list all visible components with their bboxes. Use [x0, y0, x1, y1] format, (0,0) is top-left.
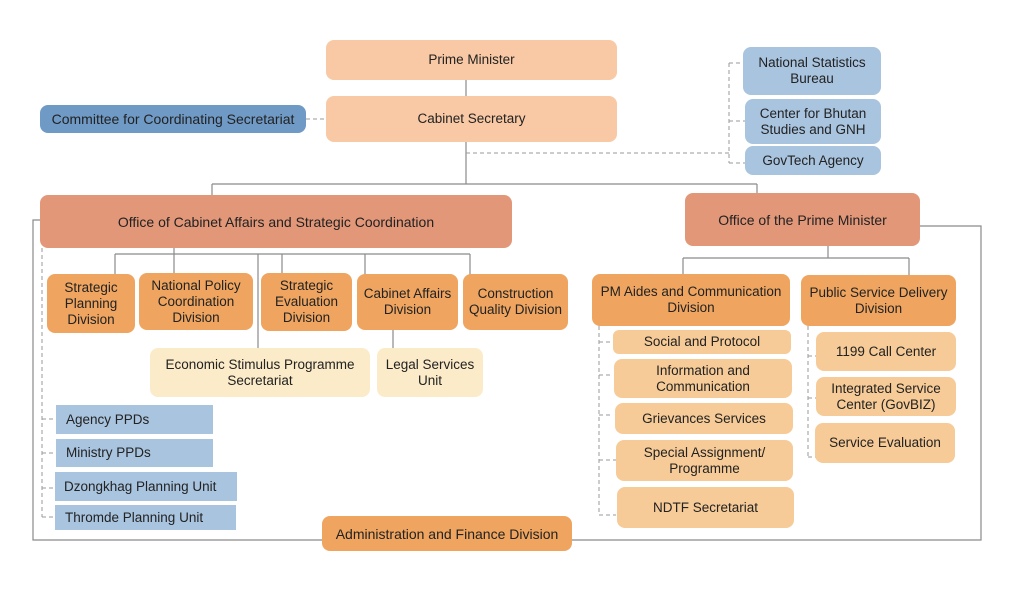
- line-outer-frame: [32, 219, 322, 541]
- node-label: National Statistics Bureau: [758, 55, 866, 86]
- node-grievances-services: Grievances Services: [615, 403, 793, 434]
- node-legal-services-unit: Legal Services Unit: [377, 348, 483, 397]
- node-label: Information and Communication: [656, 362, 750, 394]
- node-label: Legal Services Unit: [385, 356, 475, 388]
- node-govtech-agency: GovTech Agency: [745, 146, 881, 175]
- node-label: Strategic Evaluation Division: [274, 278, 339, 325]
- node-committee-coordinating-secretariat: Committee for Coordinating Secretariat: [40, 105, 306, 133]
- node-service-evaluation: Service Evaluation: [815, 423, 955, 463]
- node-label: Office of Cabinet Affairs and Strategic …: [117, 213, 435, 230]
- node-label: Special Assignment/ Programme: [643, 444, 766, 476]
- node-label: Construction Quality Division: [468, 286, 563, 317]
- node-ministry-ppds: Ministry PPDs: [56, 439, 213, 467]
- node-label: Integrated Service Center (GovBIZ): [831, 380, 941, 412]
- node-label: Strategic Planning Division: [64, 279, 118, 327]
- node-label: Administration and Finance Division: [335, 525, 559, 542]
- node-label: Committee for Coordinating Secretariat: [51, 111, 295, 127]
- node-label: Service Evaluation: [829, 435, 941, 450]
- node-thromde-planning-unit: Thromde Planning Unit: [55, 505, 236, 530]
- node-economic-stimulus-secretariat: Economic Stimulus Programme Secretariat: [150, 348, 370, 397]
- node-label: Dzongkhag Planning Unit: [64, 478, 217, 494]
- node-label: Office of the Prime Minister: [718, 211, 887, 228]
- node-label: Ministry PPDs: [66, 445, 151, 460]
- node-label: GovTech Agency: [762, 152, 864, 168]
- node-cabinet-affairs-division: Cabinet Affairs Division: [357, 274, 458, 330]
- node-label: Cabinet Secretary: [417, 111, 526, 126]
- node-integrated-service-center: Integrated Service Center (GovBIZ): [816, 377, 956, 416]
- node-administration-finance-division: Administration and Finance Division: [322, 516, 572, 551]
- node-label: Prime Minister: [428, 52, 515, 67]
- node-national-statistics-bureau: National Statistics Bureau: [743, 47, 881, 95]
- node-ndtf-secretariat: NDTF Secretariat: [617, 487, 794, 528]
- node-label: NDTF Secretariat: [652, 499, 759, 515]
- node-label: Social and Protocol: [643, 334, 761, 349]
- node-label: Thromde Planning Unit: [65, 509, 204, 525]
- node-label: 1199 Call Center: [835, 343, 937, 359]
- node-label: Center for Bhutan Studies and GNH: [759, 105, 867, 137]
- node-information-communication: Information and Communication: [614, 359, 792, 398]
- node-label: National Policy Coordination Division: [151, 277, 241, 325]
- node-label: Grievances Services: [642, 410, 766, 426]
- node-cabinet-secretary: Cabinet Secretary: [326, 96, 617, 142]
- node-1199-call-center: 1199 Call Center: [816, 332, 956, 371]
- node-agency-ppds: Agency PPDs: [56, 405, 213, 434]
- node-label: Public Service Delivery Division: [809, 284, 948, 316]
- node-construction-quality-division: Construction Quality Division: [463, 274, 568, 330]
- node-label: PM Aides and Communication Division: [600, 284, 782, 315]
- node-pm-aides-division: PM Aides and Communication Division: [592, 274, 790, 326]
- node-special-assignment: Special Assignment/ Programme: [616, 440, 793, 481]
- node-center-bhutan-studies: Center for Bhutan Studies and GNH: [745, 99, 881, 144]
- node-label: Cabinet Affairs Division: [363, 286, 452, 317]
- node-label: Agency PPDs: [66, 411, 150, 427]
- node-label: Economic Stimulus Programme Secretariat: [165, 356, 355, 388]
- node-public-service-delivery-division: Public Service Delivery Division: [801, 275, 956, 326]
- node-strategic-evaluation-division: Strategic Evaluation Division: [261, 273, 352, 331]
- node-dzongkhag-planning-unit: Dzongkhag Planning Unit: [55, 472, 237, 501]
- node-ocasc: Office of Cabinet Affairs and Strategic …: [40, 195, 512, 248]
- node-national-policy-coordination-division: National Policy Coordination Division: [139, 273, 253, 330]
- node-prime-minister: Prime Minister: [326, 40, 617, 80]
- node-office-prime-minister: Office of the Prime Minister: [685, 193, 920, 246]
- node-social-protocol: Social and Protocol: [613, 330, 791, 354]
- node-strategic-planning-division: Strategic Planning Division: [47, 274, 135, 333]
